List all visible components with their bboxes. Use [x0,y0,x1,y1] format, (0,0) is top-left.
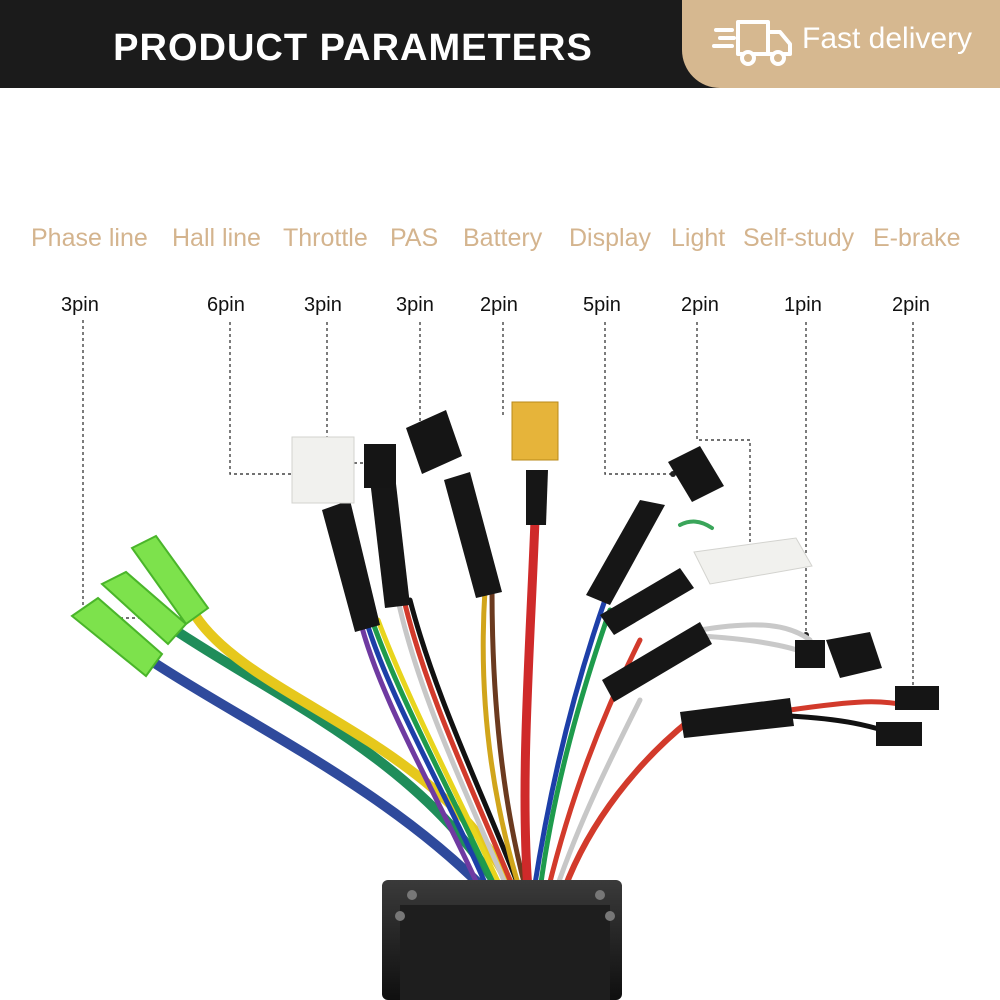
pin-count-self-study: 1pin [784,294,822,316]
fast-delivery-badge: Fast delivery [682,0,1000,88]
display-connector [668,446,724,502]
e-brake-connector [895,686,939,710]
throttle-connector [364,444,396,488]
label-battery: Battery [463,224,543,252]
battery-xt60-connector [511,401,559,461]
pas-connector [406,410,462,474]
label-light: Light [671,224,726,252]
heat-shrink-sleeves [322,470,794,738]
label-pas: PAS [390,224,439,252]
light-connector [693,537,813,585]
pin-count-light: 2pin [681,294,719,316]
pin-count-e-brake: 2pin [892,294,930,316]
harness-wires [357,515,908,895]
label-phase-line: Phase line [31,224,148,252]
label-throttle: Throttle [283,224,368,252]
hall-connector [291,436,355,504]
label-display: Display [569,224,651,252]
pin-count-phase-line: 3pin [61,294,99,316]
connector-housings [291,401,939,746]
delivery-truck-icon [712,20,792,66]
fast-delivery-label: Fast delivery [802,22,973,55]
leader-lines [82,320,914,690]
controller-box [382,880,622,1000]
pin-count-hall-line: 6pin [207,294,245,316]
label-self-study: Self-study [743,224,855,252]
pin-count-pas: 3pin [396,294,434,316]
pin-count-battery: 2pin [480,294,518,316]
label-hall-line: Hall line [172,224,261,252]
self-study-connector [795,640,825,668]
pin-count-display: 5pin [583,294,621,316]
label-e-brake: E-brake [873,224,961,252]
page-title: PRODUCT PARAMETERS [113,27,593,69]
pin-count-throttle: 3pin [304,294,342,316]
phase-bullet-connectors [70,534,210,678]
